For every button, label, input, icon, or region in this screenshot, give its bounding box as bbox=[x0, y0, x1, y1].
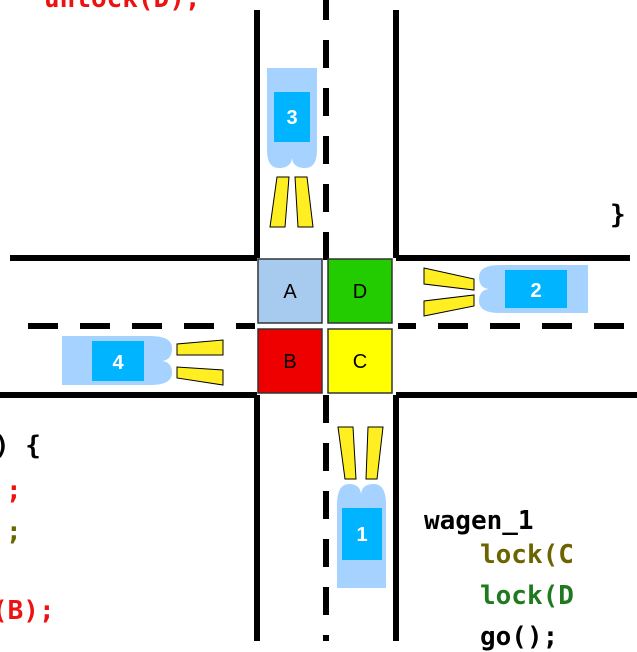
car-4-headlight-top bbox=[176, 339, 224, 356]
cell-b-label: B bbox=[283, 351, 296, 373]
cell-c bbox=[327, 328, 393, 394]
code-left-line-4: (B); bbox=[0, 596, 55, 626]
cell-a-label: A bbox=[283, 281, 297, 303]
intersection-cells bbox=[257, 258, 393, 394]
car-1-label-box bbox=[342, 508, 382, 560]
code-left-line-2: ; bbox=[6, 476, 22, 506]
lane-dashes bbox=[28, 0, 631, 641]
cell-a bbox=[257, 258, 323, 324]
car-4-number: 4 bbox=[112, 352, 124, 374]
car-3-headlight-left bbox=[269, 176, 290, 228]
car-4: 4 bbox=[62, 336, 224, 386]
car-2-number: 2 bbox=[530, 280, 541, 302]
car-1-headlight-left bbox=[337, 426, 357, 480]
cell-c-label: C bbox=[353, 351, 367, 373]
car-2: 2 bbox=[423, 265, 588, 317]
car-1: 1 bbox=[337, 426, 386, 588]
car-3: 3 bbox=[267, 68, 317, 228]
car-4-label-box bbox=[92, 341, 144, 381]
code-unlock-d: unlock(D); bbox=[44, 0, 201, 14]
code-wagen-1-line-2: lock(D bbox=[480, 581, 574, 611]
car-3-number: 3 bbox=[286, 107, 297, 129]
cell-d bbox=[327, 258, 393, 324]
code-wagen-1-line-3: go(); bbox=[480, 622, 559, 652]
code-wagen-1-title: wagen_1 bbox=[424, 506, 534, 536]
cell-d-label: D bbox=[353, 281, 367, 303]
car-2-headlight-bottom bbox=[423, 294, 475, 317]
code-left-line-3: ; bbox=[6, 517, 22, 547]
road-borders bbox=[0, 10, 637, 641]
car-2-headlight-top bbox=[423, 267, 475, 291]
car-3-headlight-right bbox=[294, 176, 314, 228]
code-closing-brace: } bbox=[610, 200, 626, 230]
car-1-number: 1 bbox=[356, 524, 367, 546]
car-2-label-box bbox=[505, 270, 567, 308]
code-left-line-1: ) { bbox=[0, 431, 41, 461]
car-1-headlight-right bbox=[365, 426, 384, 480]
car-3-label-box bbox=[274, 92, 310, 142]
cell-b bbox=[257, 328, 323, 394]
code-wagen-1-line-1: lock(C bbox=[480, 540, 574, 570]
car-4-headlight-bottom bbox=[176, 366, 224, 386]
